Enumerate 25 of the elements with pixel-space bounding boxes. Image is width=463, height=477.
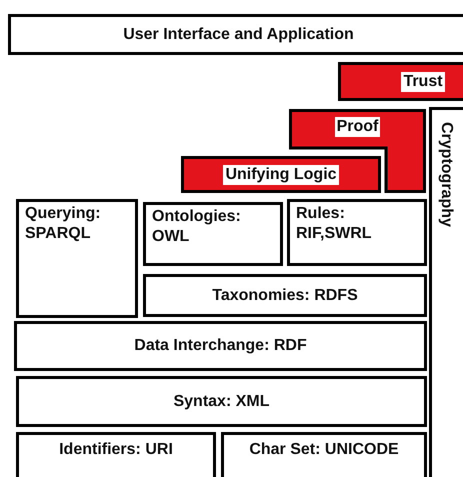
layer-box: [14, 321, 427, 371]
layer-box: [143, 202, 283, 266]
layer-label: Trust: [401, 72, 445, 92]
layer-label: Ontologies: OWL: [152, 207, 242, 247]
layer-label: Identifiers: URI: [59, 440, 173, 460]
layer-shape: [338, 62, 463, 101]
layer-label: Cryptography: [437, 122, 456, 227]
layer-box: [221, 432, 427, 477]
layer-label: Unifying Logic: [223, 164, 339, 184]
layer-label: User Interface and Application: [123, 24, 354, 44]
layer-box: [16, 376, 427, 427]
layer-box: [287, 199, 427, 266]
layer-label: Syntax: XML: [173, 392, 270, 412]
layer-box: [16, 432, 216, 477]
layer-label: Querying: SPARQL: [25, 204, 102, 244]
layer-box: [429, 107, 463, 477]
layer-label: Char Set: UNICODE: [249, 440, 399, 460]
layer-box: [143, 274, 427, 317]
layer-label: Data Interchange: RDF: [134, 336, 307, 356]
layer-label: Proof: [334, 117, 380, 137]
layer-box: [16, 199, 138, 318]
layer-box: [8, 14, 463, 55]
layer-label: Rules: RIF,SWRL: [296, 204, 373, 244]
layer-shape: [181, 156, 381, 193]
layer-label: Taxonomies: RDFS: [212, 286, 358, 306]
